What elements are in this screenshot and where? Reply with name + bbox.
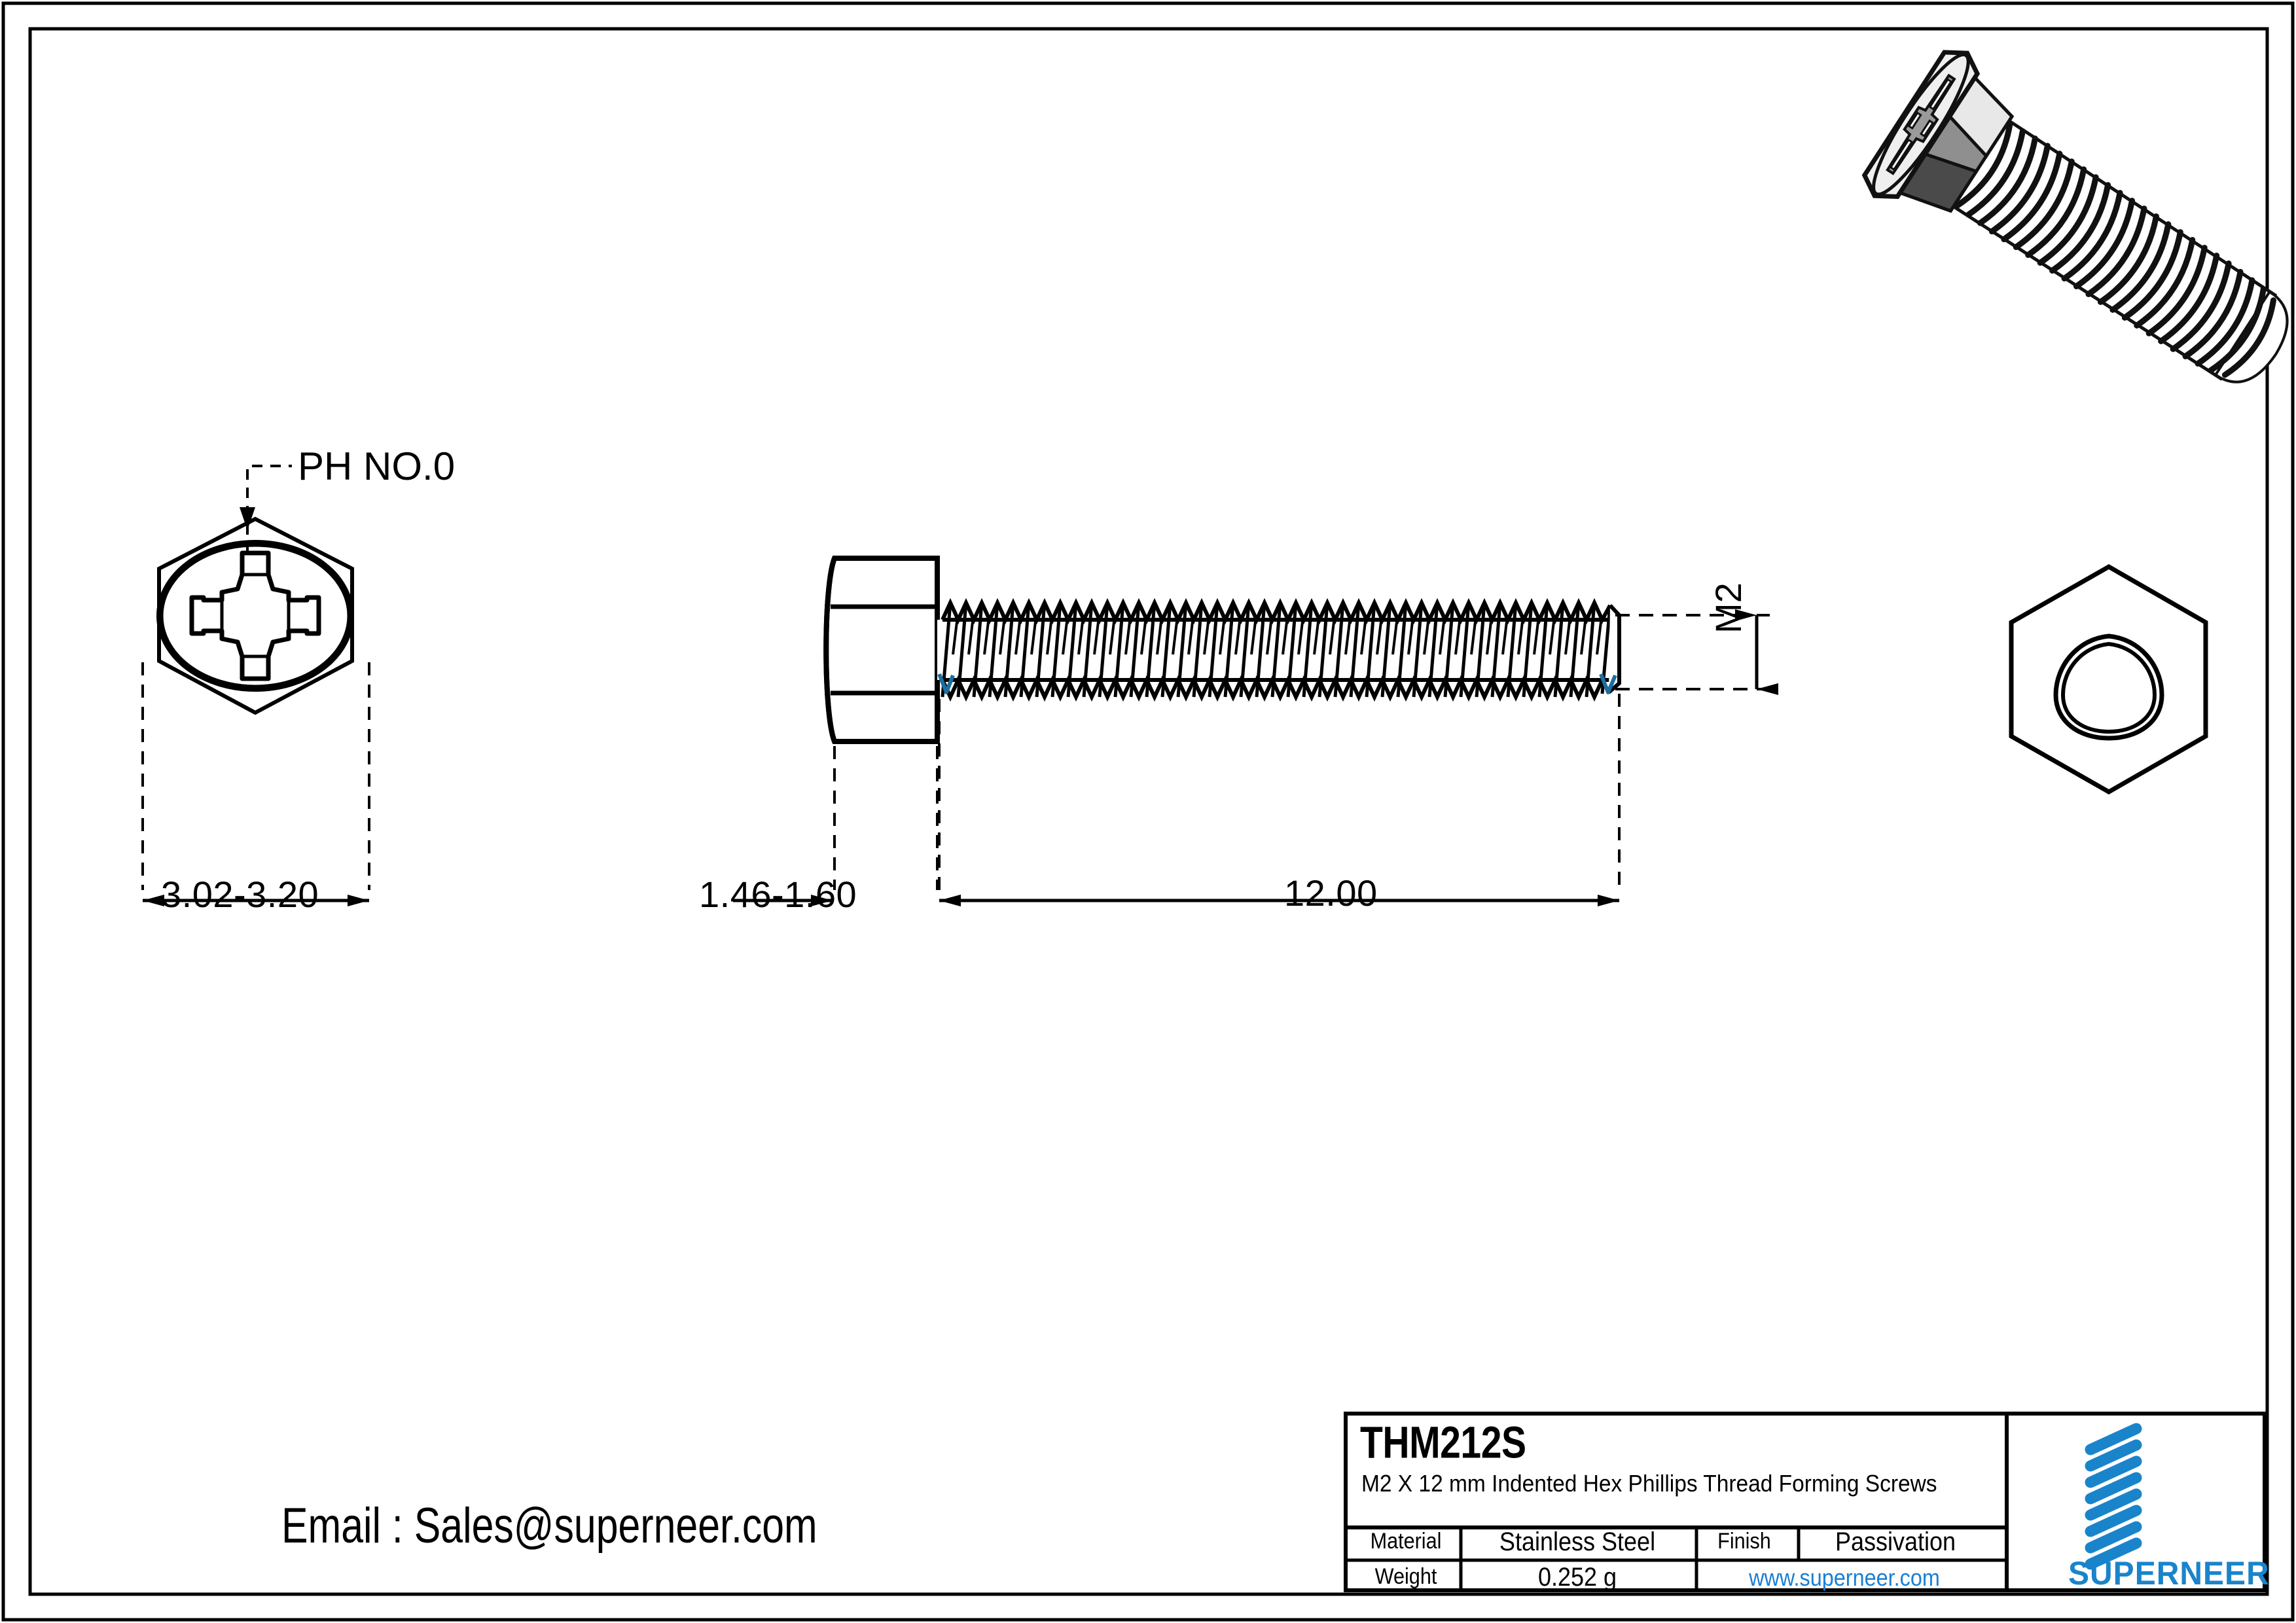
material-label: Material [1370,1529,1442,1554]
weight-value: 0.252 g [1537,1563,1617,1592]
part-description: M2 X 12 mm Indented Hex Phillips Thread … [1361,1470,1937,1497]
dimension-thread-size: M2 [1708,582,1749,633]
superneer-wordmark: SUPERNEER [2068,1556,2270,1592]
isometric-screw-render [1861,50,2289,388]
dimension-head-width: 3.02-3.20 [161,874,319,915]
hex-end-view [2009,563,2208,795]
screw-side-view [733,556,1778,906]
finish-value: Passivation [1835,1527,1956,1556]
website-link[interactable]: www.superneer.com [1749,1564,1940,1591]
head-top-view [141,465,370,906]
thread-runout-accent [937,673,1617,694]
title-block: THM212S M2 X 12 mm Indented Hex Phillips… [1346,1414,2270,1592]
material-value: Stainless Steel [1499,1527,1656,1556]
dimension-head-height: 1.46-1.60 [699,874,857,915]
finish-label: Finish [1717,1529,1771,1554]
weight-label: Weight [1374,1564,1437,1589]
dimension-screw-length: 12.00 [1284,872,1378,914]
drive-type-callout: PH NO.0 [298,444,456,488]
contact-email: Email : Sales@superneer.com [281,1498,817,1554]
part-number: THM212S [1360,1418,1526,1468]
